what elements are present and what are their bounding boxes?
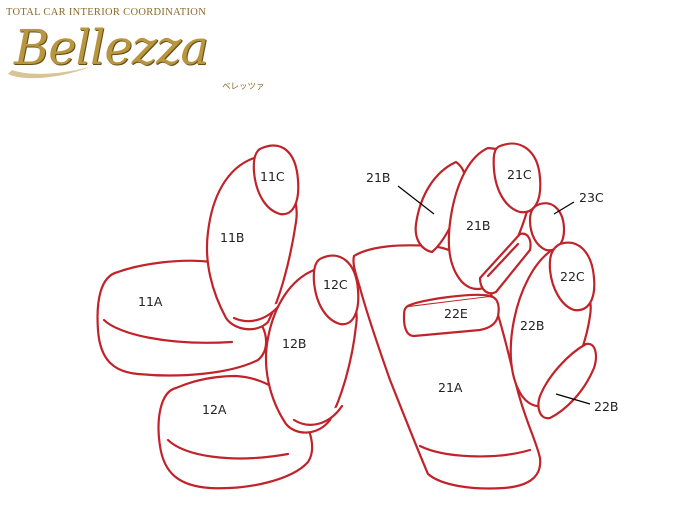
part-21c-headrest (492, 142, 542, 214)
leader-23c (553, 201, 575, 215)
brand-swash-decoration (8, 66, 92, 79)
label-11c: 11C (260, 169, 285, 184)
seat-row1 (96, 144, 300, 377)
label-22b-side: 22B (594, 399, 618, 414)
label-23c: 23C (579, 190, 604, 205)
brand-tagline: TOTAL CAR INTERIOR COORDINATION (6, 7, 207, 18)
label-21c: 21C (507, 167, 532, 182)
label-12c: 12C (323, 277, 348, 292)
part-12b-side (292, 404, 344, 426)
seat-row2 (157, 254, 360, 490)
part-12a-cushion (157, 374, 314, 490)
part-21a-front-fold (418, 444, 532, 458)
part-22e-armrest-top (406, 293, 492, 308)
part-11c-headrest (252, 144, 300, 216)
label-21a: 21A (438, 380, 463, 395)
brand-wordmark: Bellezza (14, 20, 209, 76)
label-21b-top: 21B (366, 170, 390, 185)
label-21b: 21B (466, 218, 490, 233)
leader-22b-side (555, 393, 591, 405)
part-22b-side-bolster (537, 342, 597, 420)
label-22e: 22E (444, 306, 468, 321)
leader-21b (397, 185, 435, 215)
part-11a-front-roll (102, 318, 234, 344)
part-23c-headrest (528, 202, 566, 252)
label-12b: 12B (282, 336, 306, 351)
label-22b: 22B (520, 318, 544, 333)
label-11a: 11A (138, 294, 163, 309)
label-22c: 22C (560, 269, 585, 284)
part-22e-armrest (402, 294, 500, 338)
part-12c-headrest (312, 254, 360, 326)
brand-wordmark-kana: ベレッツァ (222, 82, 265, 92)
seat-row3 (352, 142, 597, 490)
brand-logo: TOTAL CAR INTERIOR COORDINATION Bellezza… (0, 0, 300, 100)
label-12a: 12A (202, 402, 227, 417)
part-22c-headrest (548, 241, 596, 312)
label-11b: 11B (220, 230, 244, 245)
part-armrest-upright-inner (486, 242, 520, 278)
part-armrest-upright (478, 232, 532, 295)
part-12a-front-roll (166, 438, 290, 460)
